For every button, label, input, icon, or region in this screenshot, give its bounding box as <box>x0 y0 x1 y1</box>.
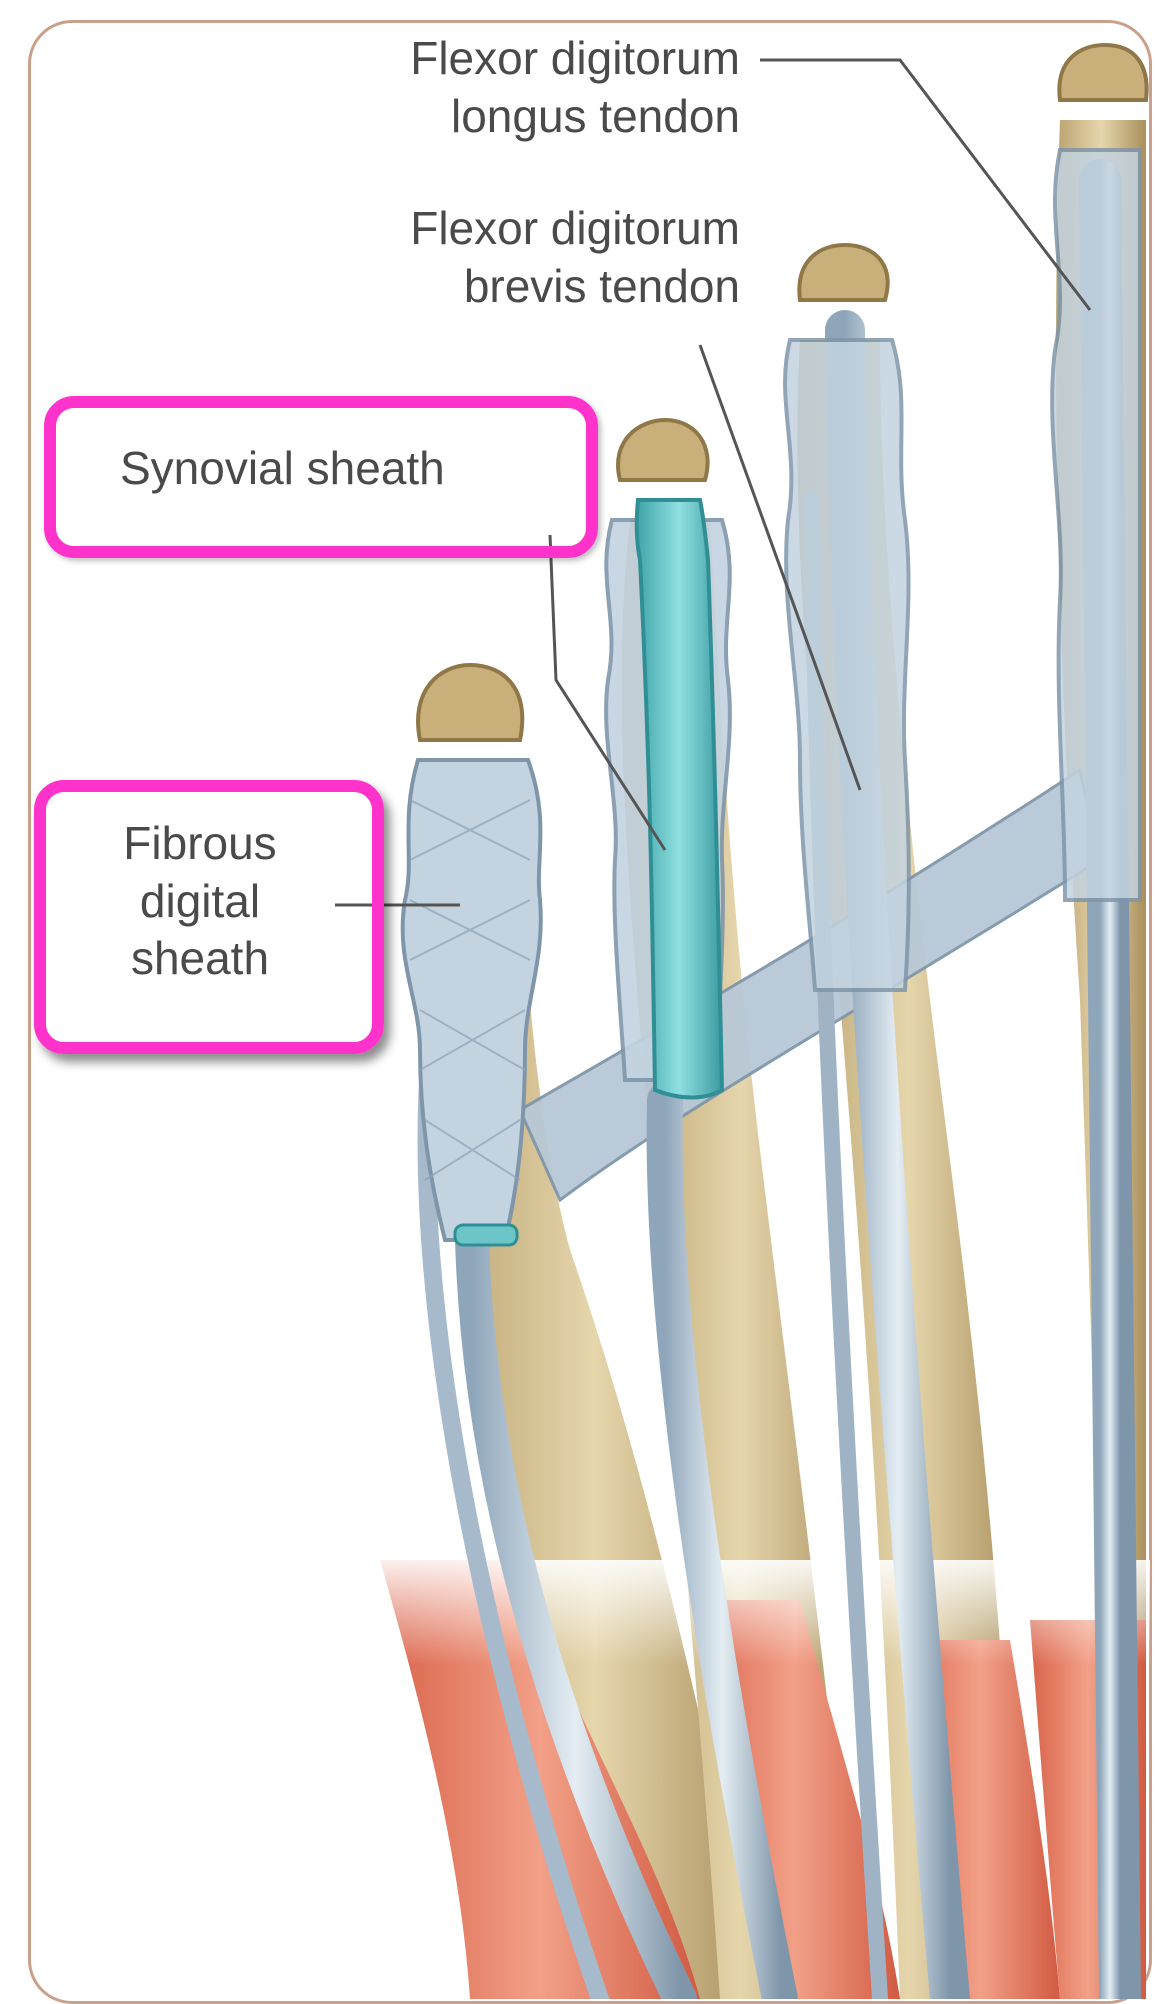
synovial-sheath-digit-5-tip <box>455 1225 517 1245</box>
fibrous-sheath-digit-2 <box>1052 150 1140 900</box>
fibrous-sheath-digit-3 <box>785 340 909 990</box>
label-flexor-digitorum-longus-tendon: Flexor digitorum longus tendon <box>290 30 740 145</box>
toe-tip-3 <box>799 245 887 300</box>
label-fdl-line2: longus tendon <box>290 88 740 146</box>
label-flexor-digitorum-brevis-tendon: Flexor digitorum brevis tendon <box>290 200 740 315</box>
highlight-box-fibrous-digital-sheath <box>34 780 384 1054</box>
label-fdb-line1: Flexor digitorum <box>290 200 740 258</box>
toe-tip-2 <box>1059 45 1146 100</box>
label-fdl-line1: Flexor digitorum <box>290 30 740 88</box>
highlight-box-synovial-sheath <box>44 396 598 558</box>
toe-tips <box>418 45 1147 740</box>
toe-tip-4 <box>618 420 708 480</box>
label-fdb-line2: brevis tendon <box>290 258 740 316</box>
toe-tip-5 <box>418 665 522 740</box>
